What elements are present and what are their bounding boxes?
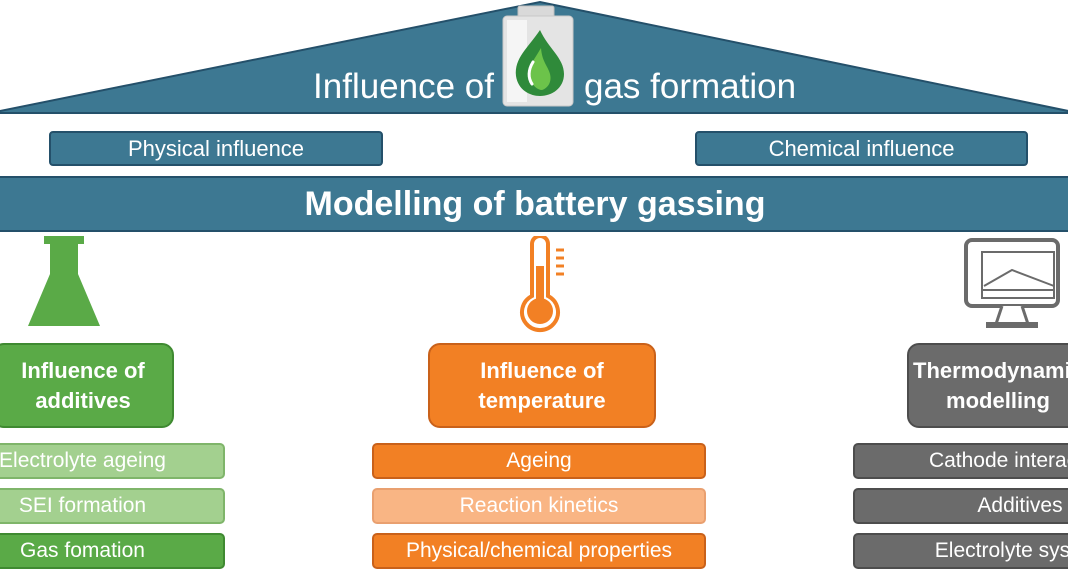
- temperature-item: Physical/chemical properties: [372, 533, 706, 569]
- beam-label: Modelling of battery gassing: [0, 176, 1068, 232]
- thermo-heading-text: Thermodynamic modelling: [913, 357, 1068, 413]
- title-prefix: Influence of: [313, 67, 494, 106]
- additives-heading: Influence of additives: [0, 343, 174, 428]
- additives-item: Electrolyte ageing: [0, 443, 225, 479]
- temperature-heading-text: Influence of temperature: [478, 357, 606, 413]
- additives-item: Gas fomation: [0, 533, 225, 569]
- thermo-item: Cathode interaction: [853, 443, 1068, 479]
- temperature-heading: Influence of temperature: [428, 343, 656, 428]
- physical-influence-tag: Physical influence: [49, 131, 383, 166]
- title-suffix: gas formation: [584, 67, 797, 106]
- monitor-icon: [964, 238, 1060, 328]
- temperature-item: Ageing: [372, 443, 706, 479]
- temperature-item: Reaction kinetics: [372, 488, 706, 524]
- thermo-heading: Thermodynamic modelling: [907, 343, 1068, 428]
- additives-heading-text: Influence of additives: [21, 357, 145, 413]
- flask-icon: [28, 236, 100, 326]
- thermo-item: Electrolyte system: [853, 533, 1068, 569]
- roof: [0, 0, 1068, 114]
- thermometer-icon: [520, 236, 564, 333]
- thermo-item: Additives: [853, 488, 1068, 524]
- chemical-influence-tag: Chemical influence: [695, 131, 1028, 166]
- additives-item: SEI formation: [0, 488, 225, 524]
- battery-icon: [502, 5, 574, 107]
